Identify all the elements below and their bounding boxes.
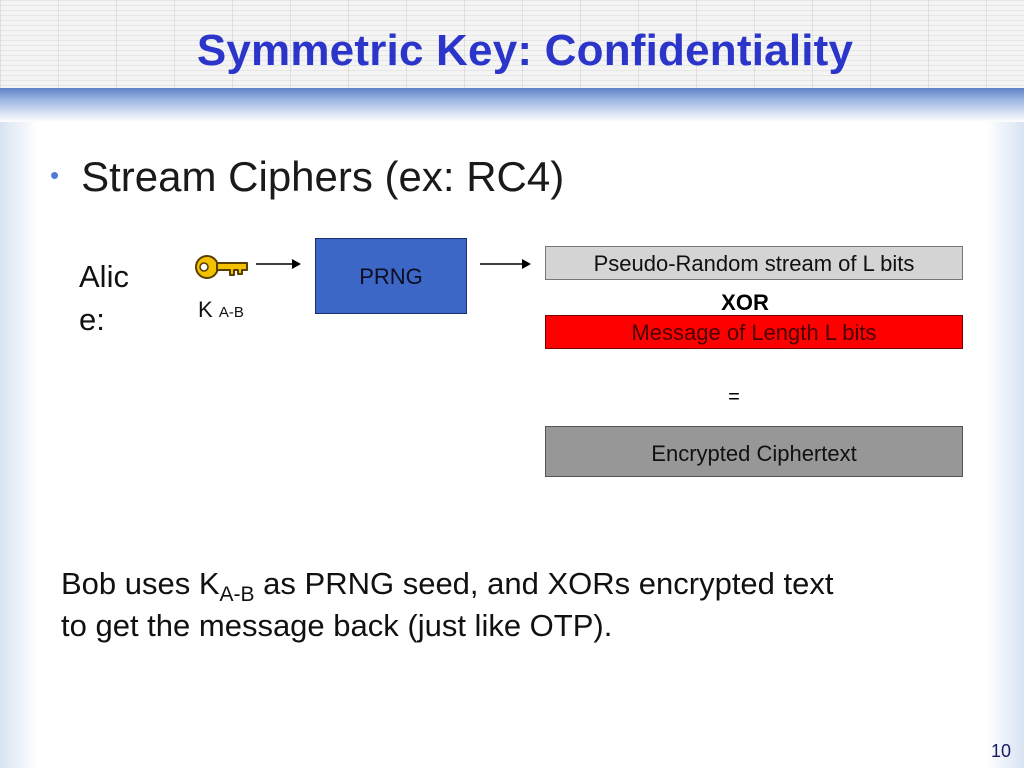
bullet-dot-icon: •: [50, 160, 60, 190]
alice-label-line2: e:: [79, 302, 105, 337]
bob-note-text2: as PRNG seed, and XORs encrypted text: [254, 566, 834, 601]
prng-box: PRNG: [315, 238, 467, 314]
bob-note: Bob uses KA-B as PRNG seed, and XORs enc…: [61, 563, 961, 647]
equals-sign: =: [728, 386, 740, 408]
slide-title: Symmetric Key: Confidentiality: [196, 26, 854, 75]
xor-label: XOR: [721, 290, 769, 315]
prng-to-stream-arrow: [480, 259, 531, 269]
message-box: Message of Length L bits: [545, 315, 963, 349]
title-underline-bar: [0, 88, 1024, 122]
bob-note-line1: Bob uses KA-B as PRNG seed, and XORs enc…: [61, 563, 961, 605]
bob-note-subscript: A-B: [219, 583, 255, 606]
key-label-subscript: A-B: [218, 304, 244, 321]
alice-label-line1: Alic: [79, 259, 129, 294]
bob-note-text1: Bob uses K: [61, 566, 220, 601]
alice-label: Alic e:: [79, 255, 129, 341]
key-icon: [195, 255, 248, 279]
prng-label: PRNG: [359, 264, 423, 289]
bullet-text: Stream Ciphers (ex: RC4): [81, 153, 565, 200]
bullet-item: • Stream Ciphers (ex: RC4): [50, 153, 564, 201]
ciphertext-box: Encrypted Ciphertext: [545, 426, 963, 477]
key-to-prng-arrow: [256, 259, 301, 269]
key-label: K A-B: [198, 297, 244, 323]
key-label-main: K: [198, 297, 213, 322]
pseudo-random-stream-box: Pseudo-Random stream of L bits: [545, 246, 963, 280]
bob-note-line2: to get the message back (just like OTP).: [61, 608, 613, 643]
header-band: [0, 0, 1024, 88]
page-number: 10: [991, 741, 1012, 761]
